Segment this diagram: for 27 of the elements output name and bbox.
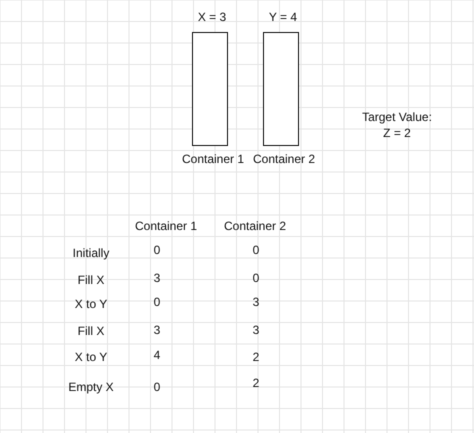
column-header: Container 2: [224, 218, 286, 234]
table-value: 2: [252, 349, 260, 365]
row-label: X to Y: [74, 296, 108, 312]
table-value: 4: [154, 347, 160, 363]
table-value: 0: [154, 242, 160, 258]
table-value: 0: [252, 270, 260, 286]
table-value: 3: [154, 270, 160, 286]
table-value: 2: [252, 375, 260, 391]
container-label: Container 1: [182, 151, 244, 167]
row-label: Fill X: [78, 272, 104, 288]
column-header: Container 1: [134, 218, 198, 234]
container-rectangle: [192, 32, 228, 146]
row-label: Empty X: [68, 379, 114, 395]
capacity-label: Y = 4: [268, 9, 298, 25]
container-rectangle: [263, 32, 299, 146]
table-value: 3: [252, 294, 260, 310]
capacity-label: X = 3: [198, 9, 226, 25]
row-label: X to Y: [74, 349, 108, 365]
table-value: 3: [154, 322, 160, 338]
table-value: 3: [252, 322, 260, 338]
row-label: Initially: [72, 245, 110, 261]
table-value: 0: [154, 294, 160, 310]
row-label: Fill X: [78, 323, 104, 339]
table-value: 0: [252, 242, 260, 258]
target-value-note: Target Value: Z = 2: [361, 109, 433, 141]
table-value: 0: [154, 379, 160, 395]
container-label: Container 2: [252, 151, 316, 167]
